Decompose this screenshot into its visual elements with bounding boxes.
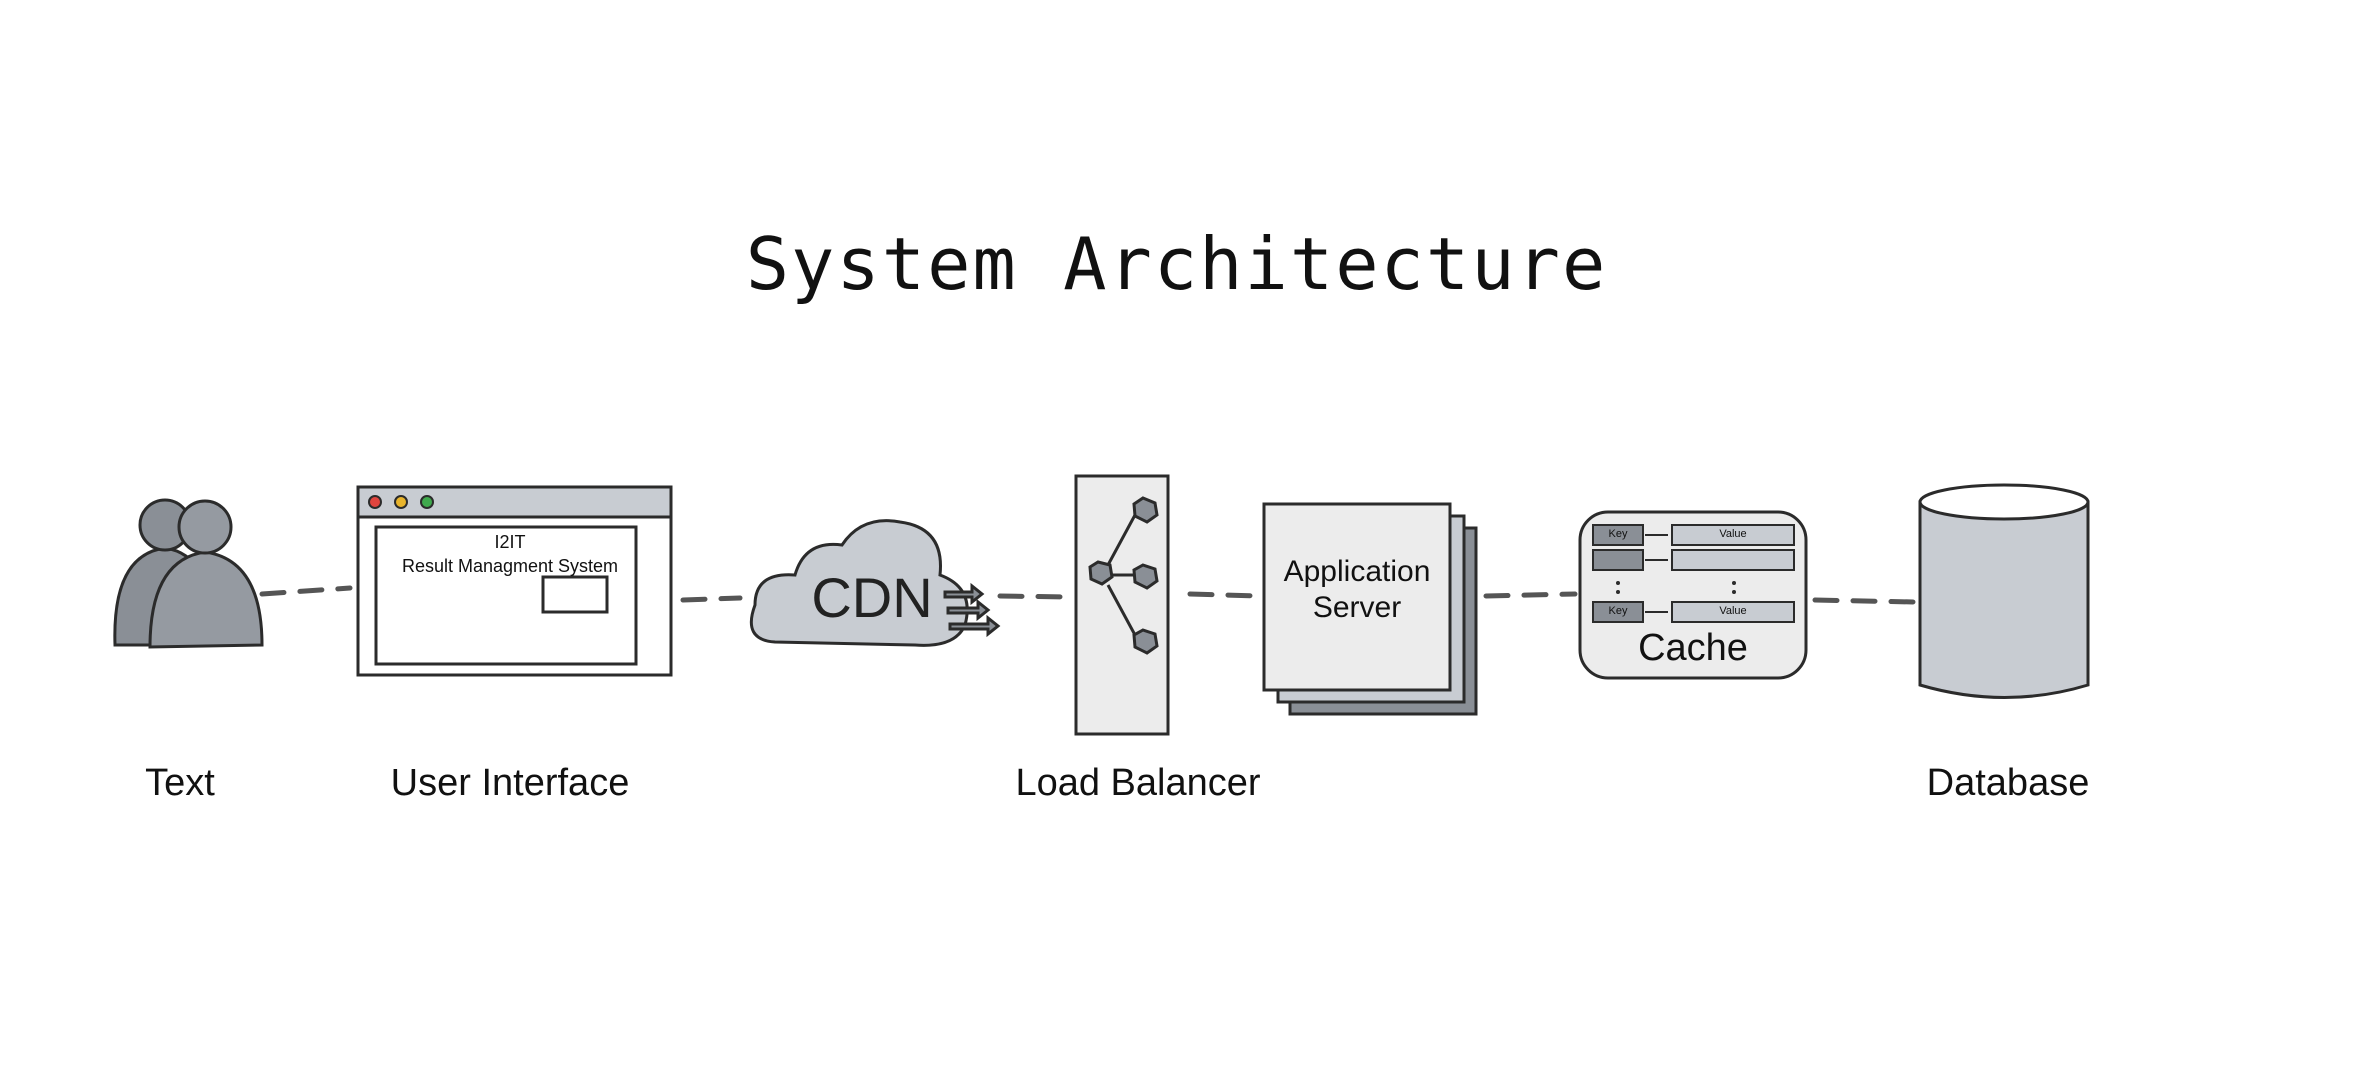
server-stack-icon xyxy=(1262,502,1478,716)
connector-lb-app xyxy=(1187,591,1263,599)
window-close-dot xyxy=(368,495,382,509)
cdn-text: CDN xyxy=(811,566,933,629)
ui-window-subtitle: Result Managment System xyxy=(401,556,619,576)
window-minimize-dot xyxy=(394,495,408,509)
connectors xyxy=(259,585,1918,605)
ui-label: User Interface xyxy=(390,762,630,804)
app-server-line2: Server xyxy=(1312,591,1402,624)
cache-value-blocks xyxy=(1671,524,1795,623)
connector-app-cache xyxy=(1483,591,1578,599)
cache-key-label-2: Key xyxy=(1608,605,1628,617)
connector-ui-cdn xyxy=(680,595,743,603)
ui-window-title: I2IT xyxy=(494,532,526,552)
db-label: Database xyxy=(1926,762,2090,804)
cache-value-label-1: Value xyxy=(1719,528,1747,540)
cache-value-label-2: Value xyxy=(1719,605,1747,617)
user-label: Text xyxy=(145,762,215,804)
cloud-icon xyxy=(749,519,1001,647)
connector-user-ui xyxy=(259,585,353,597)
connector-cdn-lb xyxy=(997,593,1073,600)
diagram-title: System Architecture xyxy=(745,222,1608,306)
cache-key-blocks xyxy=(1592,524,1644,623)
arrows-icon xyxy=(943,582,1001,638)
database-icon xyxy=(1918,483,2090,699)
window-inner-box xyxy=(541,575,609,614)
cache-icon xyxy=(1578,510,1808,680)
connector-cache-db xyxy=(1812,597,1918,605)
cache-key-label-1: Key xyxy=(1608,528,1628,540)
load-balancer-icon xyxy=(1074,474,1170,736)
user-group-icon xyxy=(113,498,264,649)
window-maximize-dot xyxy=(420,495,434,509)
app-server-line1: Application xyxy=(1283,555,1431,588)
lb-label: Load Balancer xyxy=(1015,762,1261,804)
browser-window-icon xyxy=(356,485,673,677)
cache-text: Cache xyxy=(1638,627,1748,669)
